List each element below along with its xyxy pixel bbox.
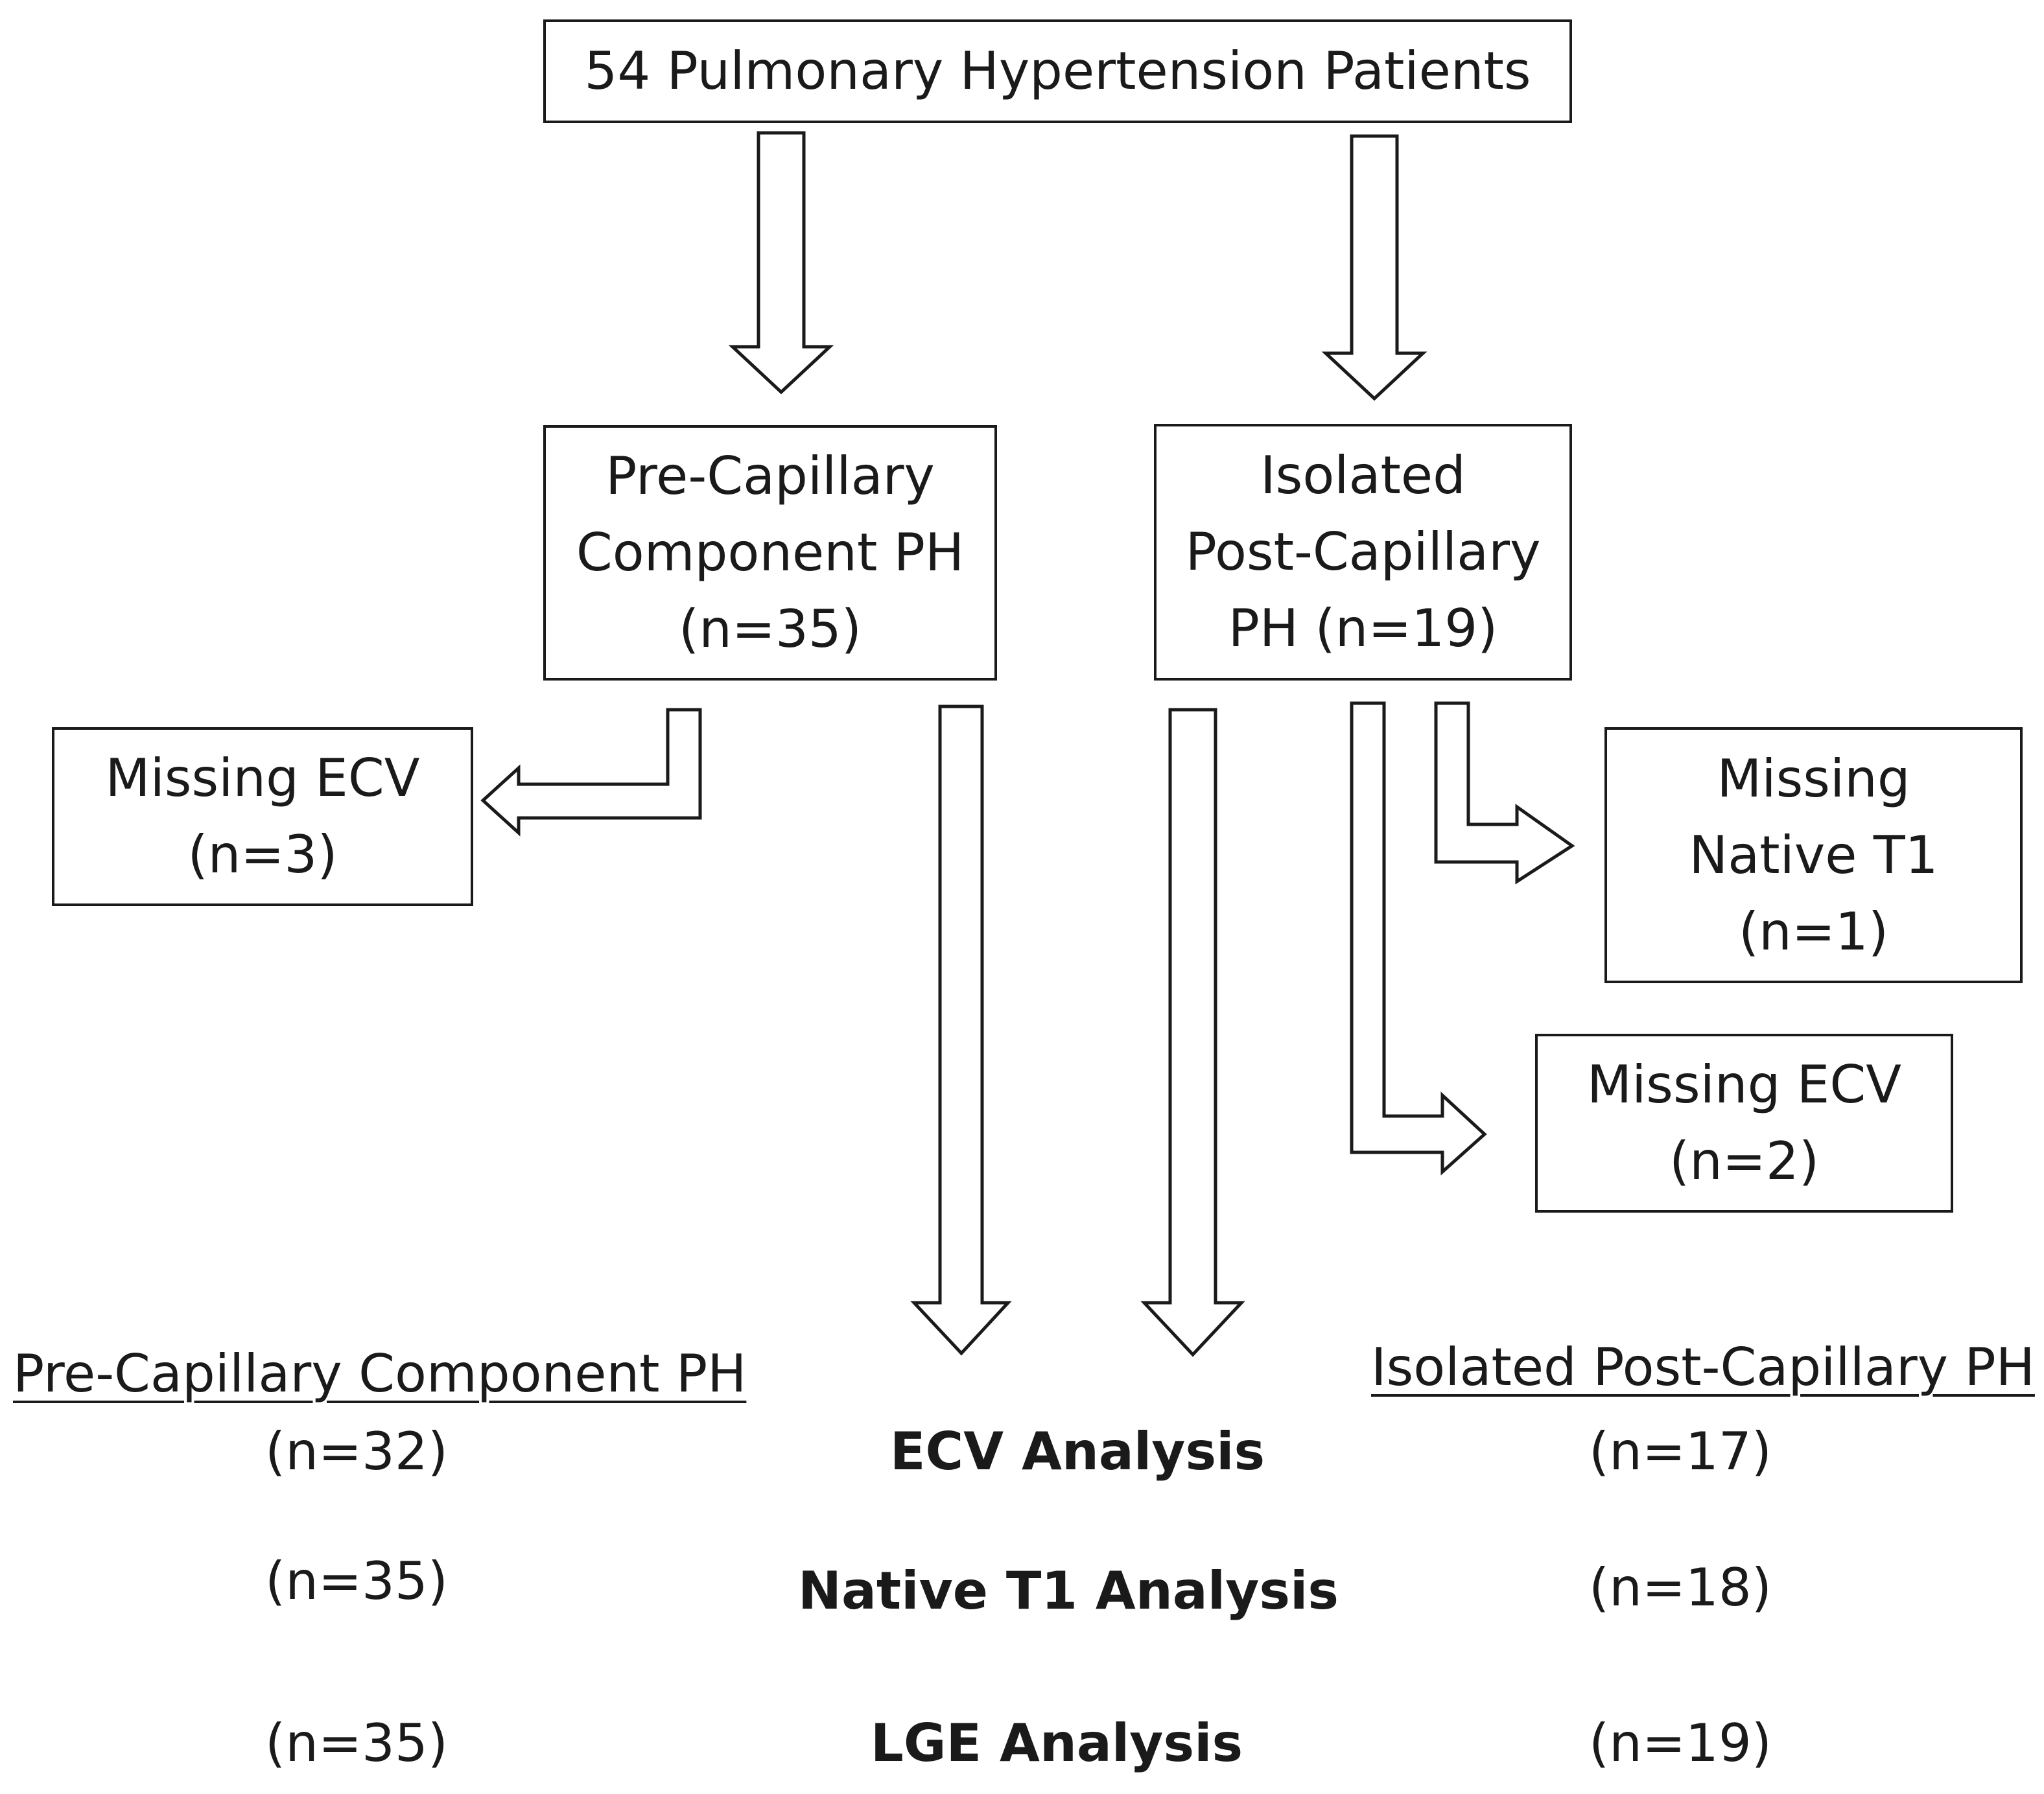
summary-t1-pre: (n=35) [265, 1551, 448, 1611]
box-post-missing-ecv-line-2: (n=2) [1669, 1131, 1820, 1191]
arrow-post-to-analysis [1140, 708, 1245, 1357]
box-post-missing-t1-line-2: Native T1 [1689, 824, 1938, 885]
box-pre-missing-ecv: Missing ECV (n=3) [52, 727, 473, 906]
arrow-pre-to-missing-ecv [480, 708, 702, 837]
box-pre-capillary: Pre-Capillary Component PH (n=35) [543, 425, 997, 681]
box-post-line-1: Isolated [1260, 445, 1466, 506]
box-pre-missing-ecv-line-2: (n=3) [187, 824, 338, 885]
summary-lge-post: (n=19) [1589, 1713, 1772, 1773]
box-post-missing-ecv-line-1: Missing ECV [1587, 1054, 1901, 1115]
box-post-line-2: Post-Capillary [1185, 522, 1541, 582]
box-post-missing-ecv: Missing ECV (n=2) [1535, 1034, 1953, 1213]
arrow-top-to-pre [728, 131, 834, 395]
box-pre-line-3: (n=35) [679, 599, 862, 659]
summary-header-post: Isolated Post-Capillary PH [1371, 1337, 2035, 1397]
box-post-capillary: Isolated Post-Capillary PH (n=19) [1154, 424, 1572, 681]
arrow-post-to-missing-t1 [1434, 701, 1575, 885]
summary-ecv-pre: (n=32) [265, 1421, 448, 1482]
summary-ecv-post: (n=17) [1589, 1421, 1772, 1482]
box-pre-line-1: Pre-Capillary [605, 446, 935, 506]
summary-ecv-label: ECV Analysis [889, 1421, 1265, 1482]
box-post-missing-t1-line-3: (n=1) [1738, 901, 1889, 962]
summary-t1-post: (n=18) [1589, 1557, 1772, 1618]
box-post-missing-native-t1: Missing Native T1 (n=1) [1604, 727, 2023, 983]
box-total-patients-label: 54 Pulmonary Hypertension Patients [584, 41, 1531, 101]
summary-lge-label: LGE Analysis [870, 1713, 1243, 1773]
box-post-line-3: PH (n=19) [1228, 598, 1498, 658]
arrow-top-to-post [1321, 134, 1427, 401]
box-pre-missing-ecv-line-1: Missing ECV [105, 748, 420, 808]
box-total-patients: 54 Pulmonary Hypertension Patients [543, 19, 1572, 123]
box-pre-line-2: Component PH [576, 522, 965, 583]
box-post-missing-t1-line-1: Missing [1717, 748, 1910, 809]
summary-header-pre: Pre-Capillary Component PH [13, 1344, 747, 1404]
summary-t1-label: Native T1 Analysis [797, 1561, 1339, 1621]
arrow-pre-to-analysis [910, 705, 1012, 1356]
summary-lge-pre: (n=35) [265, 1713, 448, 1773]
arrow-post-to-missing-ecv [1350, 701, 1487, 1176]
